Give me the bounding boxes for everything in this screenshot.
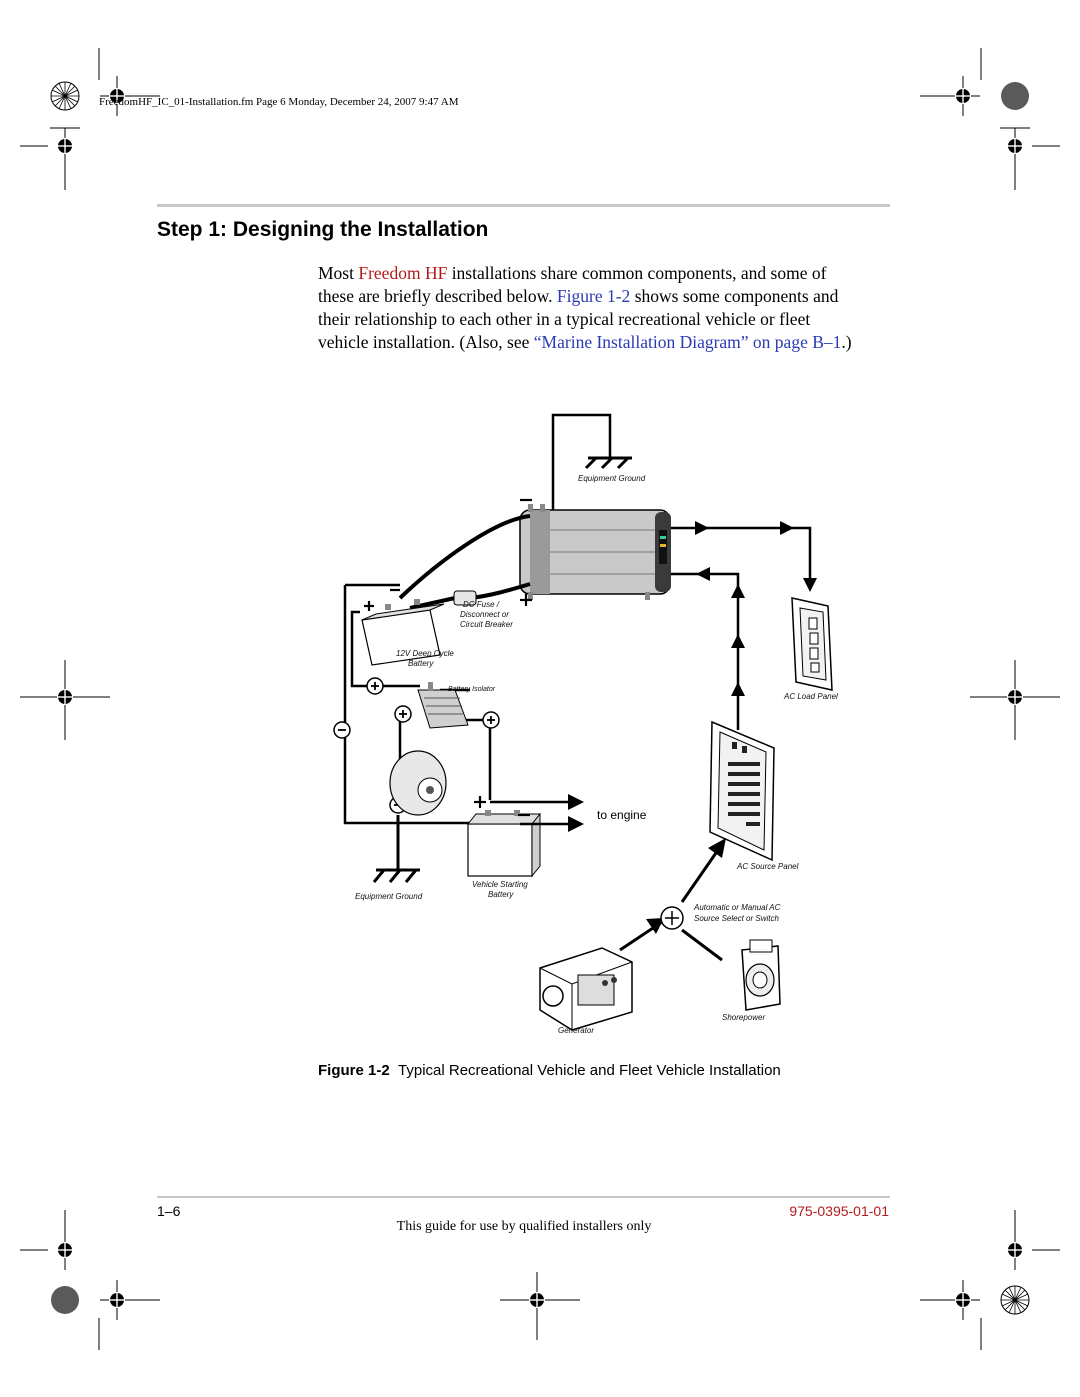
- label-auto-switch-2: Source Select or Switch: [694, 914, 779, 923]
- shorepower: [741, 939, 781, 1011]
- ac-load-panel: [791, 597, 833, 691]
- figure-title: Typical Recreational Vehicle and Fleet V…: [398, 1062, 781, 1079]
- label-dc-fuse-3: Circuit Breaker: [460, 620, 513, 629]
- starting-battery-polarity: [474, 796, 530, 817]
- ac-source-arrowheads: [646, 838, 726, 934]
- para-text-1: Most: [318, 263, 359, 283]
- intro-paragraph: Most Freedom HF installations share comm…: [318, 262, 858, 354]
- ac-arrowheads: [695, 521, 817, 696]
- label-vehicle-starting-2: Battery: [488, 890, 514, 899]
- figure-label: Figure 1-2: [318, 1062, 390, 1079]
- document-number: 975-0395-01-01: [789, 1203, 889, 1219]
- footer-note: This guide for use by qualified installe…: [396, 1219, 652, 1234]
- label-dc-fuse-2: Disconnect or: [460, 610, 509, 619]
- marine-diagram-link[interactable]: “Marine Installation Diagram” on page B–…: [533, 332, 842, 352]
- label-deep-cycle-1: 12V Deep Cycle: [396, 649, 454, 658]
- vehicle-starting-battery: [466, 810, 542, 878]
- polarity-circle-signs: [338, 682, 495, 806]
- label-equipment-ground-top: Equipment Ground: [578, 474, 646, 483]
- inverter-charger: [519, 504, 671, 600]
- label-ac-load-panel: AC Load Panel: [784, 692, 838, 701]
- para-text-3: shows some components and their relation…: [318, 286, 839, 352]
- label-to-engine: to engine: [597, 808, 647, 822]
- label-dc-fuse-1: DC Fuse /: [463, 600, 500, 609]
- ground-symbol-bottom: [372, 815, 420, 883]
- ac-source-panel: [709, 720, 775, 862]
- to-engine-wires: [490, 800, 570, 826]
- polarity-marks: [364, 498, 532, 611]
- deep-cycle-battery: [361, 599, 445, 666]
- product-name: Freedom HF: [358, 263, 448, 283]
- battery-isolator: [417, 682, 469, 729]
- transfer-switch: [660, 906, 684, 930]
- label-ac-source-panel: AC Source Panel: [737, 862, 799, 871]
- label-vehicle-starting-1: Vehicle Starting: [472, 880, 528, 889]
- ac-wiring: [671, 526, 812, 730]
- figure-link[interactable]: Figure 1-2: [556, 286, 631, 306]
- top-rule: [157, 204, 890, 207]
- label-deep-cycle-2: Battery: [408, 659, 434, 668]
- alternator: [389, 750, 447, 816]
- page-number: 1–6: [157, 1203, 181, 1219]
- label-battery-isolator: Battery Isolator: [448, 686, 496, 693]
- dc-fuse: [453, 590, 477, 606]
- section-heading: Step 1: Designing the Installation: [157, 218, 489, 241]
- label-shorepower: Shorepower: [722, 1013, 766, 1022]
- to-engine-arrowheads: [568, 794, 584, 832]
- label-equipment-ground-bottom: Equipment Ground: [355, 892, 423, 901]
- bottom-rule: [157, 1196, 890, 1198]
- para-text-4: .): [841, 332, 852, 352]
- ground-symbol-top: [584, 456, 632, 470]
- figure-caption: Figure 1-2 Typical Recreational Vehicle …: [318, 1062, 781, 1079]
- label-generator: Generator: [558, 1026, 595, 1035]
- frame-info: FreedomHF_IC_01-Installation.fm Page 6 M…: [99, 96, 459, 108]
- para-text-2: installations share common components, a…: [318, 263, 827, 306]
- generator: [539, 947, 633, 1031]
- ground-wire-top: [551, 413, 612, 512]
- label-auto-switch-1: Automatic or Manual AC: [694, 903, 781, 912]
